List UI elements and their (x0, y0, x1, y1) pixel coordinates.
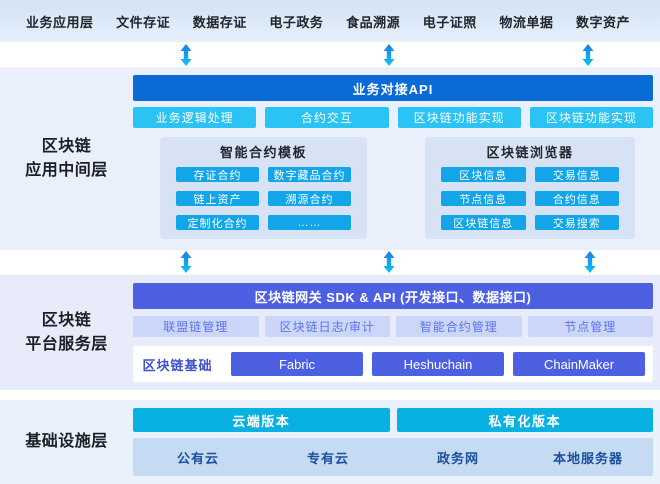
function-block: 区块链功能实现 (529, 107, 653, 128)
flow-arrow-icon (180, 44, 192, 66)
function-block: 合约交互 (265, 107, 389, 128)
explorer-item: 节点信息 (441, 191, 526, 206)
explorer-item: 区块信息 (441, 167, 526, 182)
application-layer-band: 业务应用层 文件存证 数据存证 电子政务 食品溯源 电子证照 物流单据 数字资产 (0, 0, 660, 42)
middleware-panels: 智能合约模板 存证合约 数字藏品合约 链上资产 溯源合约 定制化合约 …… 区块… (133, 137, 653, 239)
explorer-item: 区块链信息 (441, 215, 526, 230)
platform-layer-label: 区块链 平台服务层 (25, 312, 108, 353)
environment-bar: 公有云 专有云 政务网 本地服务器 (133, 438, 653, 476)
smart-contract-template-panel: 智能合约模板 存证合约 数字藏品合约 链上资产 溯源合约 定制化合约 …… (160, 137, 367, 239)
management-button-row: 联盟链管理 区块链日志/审计 智能合约管理 节点管理 (133, 316, 653, 337)
explorer-item: 交易信息 (534, 167, 619, 182)
flow-arrow-icon (383, 251, 395, 273)
application-item: 数据存证 (192, 14, 247, 30)
contract-item: 溯源合约 (268, 191, 351, 206)
private-version-header: 私有化版本 (396, 408, 653, 432)
function-block: 区块链功能实现 (397, 107, 521, 128)
management-block: 节点管理 (527, 316, 653, 337)
contract-item: 数字藏品合约 (268, 167, 351, 182)
flow-arrow-icon (584, 251, 596, 273)
blockchain-base-label: 区块链基础 (142, 357, 213, 373)
function-block: 业务逻辑处理 (133, 107, 257, 128)
panel-title: 区块链浏览器 (486, 145, 574, 160)
environment-item: 本地服务器 (552, 450, 623, 466)
application-layer-label: 业务应用层 (26, 14, 94, 30)
flow-arrow-icon (180, 251, 192, 273)
chain-block-heshuchain: Heshuchain (372, 352, 504, 376)
explorer-item: 交易搜索 (534, 215, 619, 230)
management-block: 智能合约管理 (396, 316, 522, 337)
platform-layer-section: 区块链 平台服务层 区块链网关 SDK & API (开发接口、数据接口) 联盟… (0, 275, 660, 390)
environment-item: 专有云 (306, 450, 349, 466)
chain-block-fabric: Fabric (231, 352, 363, 376)
middleware-layer-section: 区块链 应用中间层 业务对接API 业务逻辑处理 合约交互 区块链功能实现 区块… (0, 67, 660, 250)
middleware-layer-label: 区块链 应用中间层 (25, 138, 108, 179)
version-header-row: 云端版本 私有化版本 (133, 408, 653, 432)
middleware-layer-content: 业务对接API 业务逻辑处理 合约交互 区块链功能实现 区块链功能实现 智能合约… (133, 67, 653, 250)
application-item: 数字资产 (575, 14, 630, 30)
business-api-bar: 业务对接API (133, 75, 653, 101)
infrastructure-layer-label: 基础设施层 (25, 433, 108, 451)
chain-block-chainmaker: ChainMaker (513, 352, 645, 376)
infrastructure-layer-section: 基础设施层 云端版本 私有化版本 公有云 专有云 政务网 本地服务器 (0, 400, 660, 484)
function-button-row: 业务逻辑处理 合约交互 区块链功能实现 区块链功能实现 (133, 107, 653, 128)
management-block: 区块链日志/审计 (264, 316, 390, 337)
blockchain-explorer-panel: 区块链浏览器 区块信息 交易信息 节点信息 合约信息 区块链信息 交易搜索 (425, 137, 635, 239)
infrastructure-layer-content: 云端版本 私有化版本 公有云 专有云 政务网 本地服务器 (133, 400, 653, 484)
contract-item: …… (268, 215, 351, 230)
environment-item: 公有云 (176, 450, 219, 466)
environment-item: 政务网 (436, 450, 479, 466)
application-item: 物流单据 (499, 14, 554, 30)
application-item: 文件存证 (116, 14, 171, 30)
application-item: 电子政务 (269, 14, 324, 30)
gateway-sdk-api-bar: 区块链网关 SDK & API (开发接口、数据接口) (133, 283, 653, 309)
application-item: 电子证照 (422, 14, 477, 30)
flow-arrow-icon (383, 44, 395, 66)
contract-item: 存证合约 (176, 167, 259, 182)
explorer-item: 合约信息 (534, 191, 619, 206)
panel-title: 智能合约模板 (219, 145, 307, 160)
application-item: 食品溯源 (346, 14, 401, 30)
blockchain-base-box: 区块链基础 Fabric Heshuchain ChainMaker (133, 346, 653, 382)
contract-item: 定制化合约 (176, 215, 259, 230)
platform-layer-content: 区块链网关 SDK & API (开发接口、数据接口) 联盟链管理 区块链日志/… (133, 275, 653, 390)
flow-arrow-icon (582, 44, 594, 66)
management-block: 联盟链管理 (133, 316, 259, 337)
cloud-version-header: 云端版本 (133, 408, 390, 432)
contract-item: 链上资产 (176, 191, 259, 206)
